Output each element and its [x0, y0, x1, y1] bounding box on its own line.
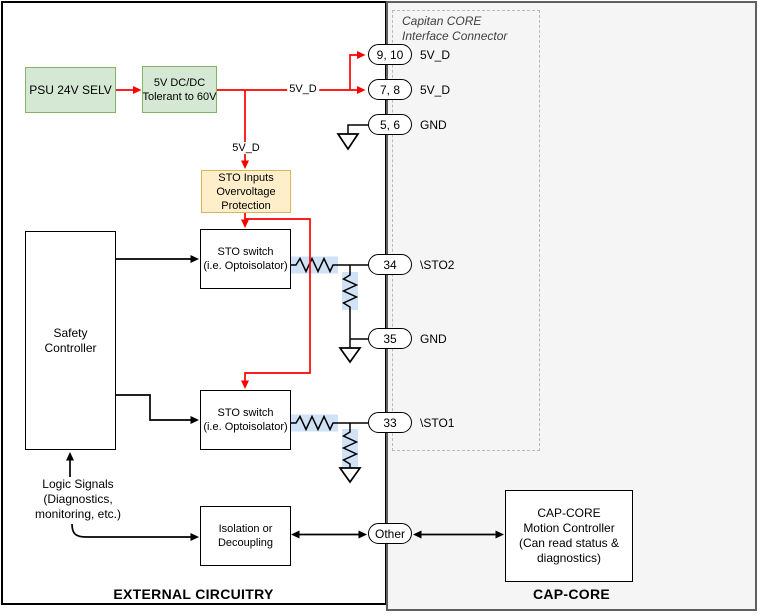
wire-5vd-to-pin910: [349, 51, 366, 90]
block-isolation-label: Isolation or Decoupling: [217, 523, 274, 549]
wire-label-5vd-horizontal: 5V_D: [287, 83, 319, 95]
wire-gnd-pin56: [347, 124, 368, 134]
resistor-icon-sto1-pulldown: [341, 423, 359, 468]
wire-logic-to-isolation: [71, 523, 199, 541]
pin-34-signal: \STO2: [420, 258, 455, 272]
label-external-circuitry: EXTERNAL CIRCUITRY: [113, 586, 274, 602]
pin-35-signal: GND: [420, 332, 447, 346]
block-sto-protection-label: STO Inputs Overvoltage Protection: [216, 171, 276, 212]
pin-35: 35: [368, 328, 412, 349]
block-motion-controller-label: CAP-CORE Motion Controller (Can read sta…: [518, 506, 620, 565]
block-sto-switch-sto2: STO switch (i.e. Optoisolator): [200, 229, 291, 289]
block-sto-switch-sto1: STO switch (i.e. Optoisolator): [200, 390, 291, 450]
pin-33-number: 33: [383, 415, 397, 430]
pin-33-signal: \STO1: [420, 416, 455, 430]
pin-5-6-number: 5, 6: [379, 117, 400, 132]
note-logic-signals: Logic Signals (Diagnostics, monitoring, …: [34, 477, 122, 521]
block-dcdc-label: 5V DC/DC Tolerant to 60V: [142, 76, 217, 103]
block-sto-switch-sto2-label: STO switch (i.e. Optoisolator): [203, 246, 288, 272]
block-isolation-decoupling: Isolation or Decoupling: [200, 506, 291, 566]
block-safety-controller-label: Safety Controller: [44, 325, 97, 355]
pin-9-10: 9, 10: [368, 44, 412, 65]
label-cap-core: CAP-CORE: [532, 586, 611, 602]
highlight-resistor-sto2-pulldown: [342, 272, 358, 310]
ground-icon: [338, 467, 362, 484]
block-psu-label: PSU 24V SELV: [29, 83, 112, 97]
pin-7-8-signal: 5V_D: [420, 83, 451, 97]
pin-34-number: 34: [383, 257, 397, 272]
resistor-icon-sto2-pulldown: [341, 265, 359, 339]
pin-35-number: 35: [383, 331, 397, 346]
ground-icon: [338, 347, 362, 364]
pin-33: 33: [368, 412, 412, 433]
block-motion-controller: CAP-CORE Motion Controller (Can read sta…: [505, 490, 633, 582]
block-psu: PSU 24V SELV: [25, 67, 116, 113]
pin-7-8-number: 7, 8: [379, 82, 400, 97]
pin-5-6: 5, 6: [368, 114, 412, 135]
block-dcdc-converter: 5V DC/DC Tolerant to 60V: [142, 66, 217, 113]
pin-34: 34: [368, 254, 412, 275]
pin-other: Other: [368, 523, 412, 544]
block-sto-overvoltage-protection: STO Inputs Overvoltage Protection: [201, 170, 291, 213]
pin-7-8: 7, 8: [368, 79, 412, 100]
ground-icon: [336, 133, 360, 151]
pin-9-10-signal: 5V_D: [420, 48, 451, 62]
pin-5-6-signal: GND: [420, 118, 447, 132]
connector-title: Capitan CORE Interface Connector: [402, 14, 508, 43]
resistor-icon-sto1-series: [291, 414, 368, 432]
pin-9-10-number: 9, 10: [376, 47, 404, 62]
wire-safety-to-sto1-switch: [116, 394, 199, 424]
block-sto-switch-sto1-label: STO switch (i.e. Optoisolator): [203, 407, 288, 433]
pin-other-number: Other: [374, 526, 405, 541]
wire-protection-to-sto1-switch: [241, 218, 311, 389]
block-safety-controller: Safety Controller: [25, 231, 116, 450]
connector-dashed-boundary: [392, 10, 540, 451]
resistor-icon-sto2-series: [291, 256, 368, 274]
wire-label-5vd-vertical: 5V_D: [230, 142, 262, 154]
